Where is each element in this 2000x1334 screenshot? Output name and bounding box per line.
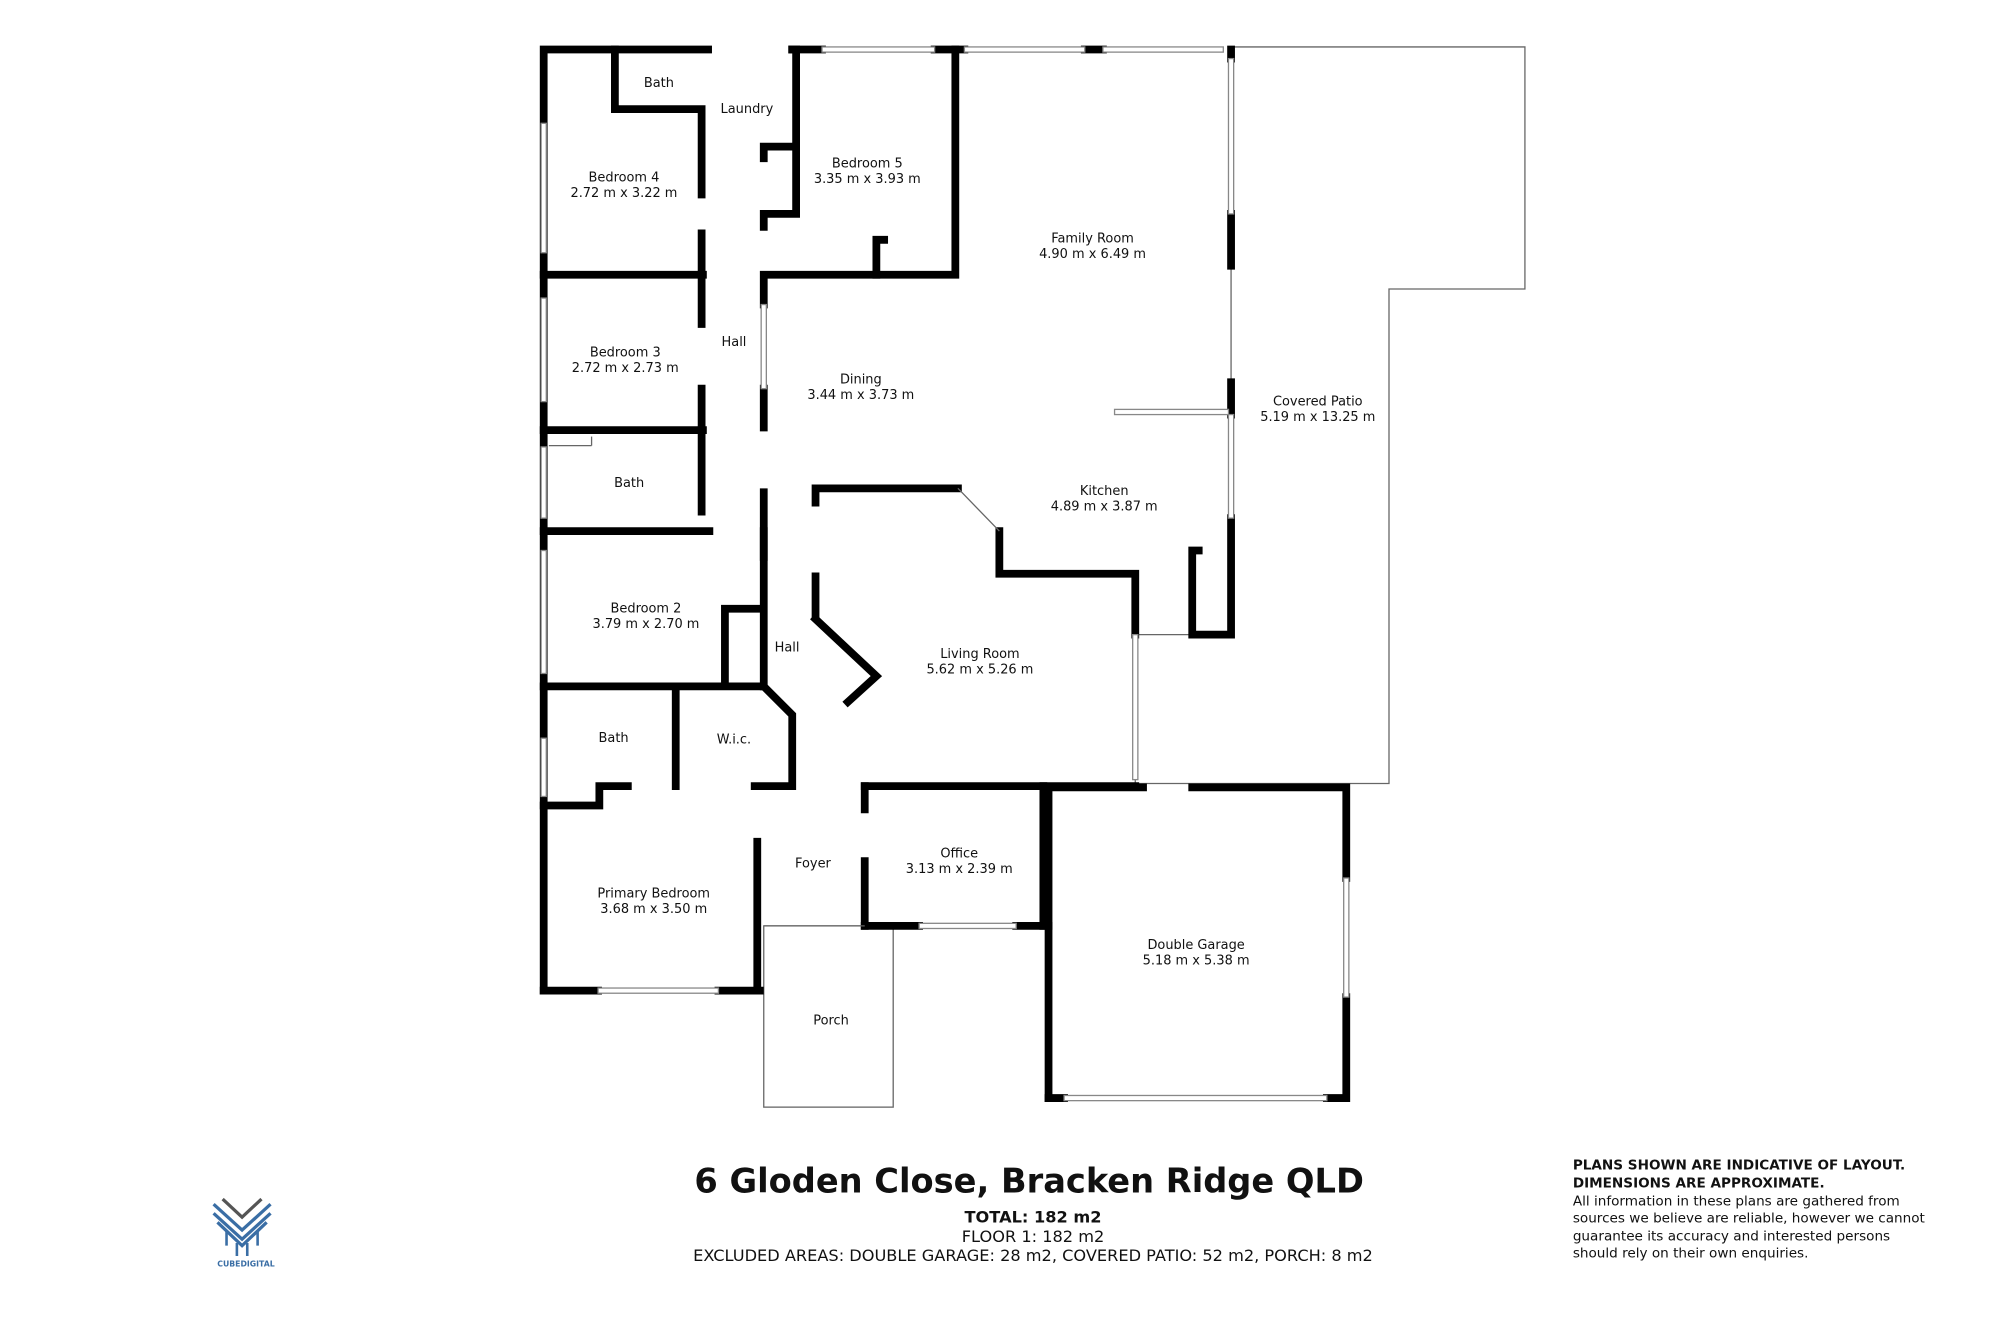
garage-label: Double Garage — [1147, 938, 1244, 953]
covered-patio-label: Covered Patio — [1273, 395, 1363, 410]
primary-bedroom-dims: 3.68 m x 3.50 m — [600, 902, 707, 917]
living-room-label: Living Room — [940, 647, 1019, 662]
logo-text: CUBEDIGITAL — [217, 1259, 274, 1268]
bath-label: Bath — [644, 76, 674, 91]
bedroom5-label: Bedroom 5 — [832, 156, 903, 171]
porch-label: Porch — [813, 1013, 849, 1028]
foyer-label: Foyer — [795, 857, 832, 872]
dining-label: Dining — [840, 373, 882, 388]
dining-dims: 3.44 m x 3.73 m — [807, 388, 914, 403]
bedroom4-label: Bedroom 4 — [589, 171, 660, 186]
covered-patio-dims: 5.19 m x 13.25 m — [1260, 410, 1375, 425]
disclaimer-line: should rely on their own enquiries. — [1573, 1245, 1809, 1261]
bedroom3-dims: 2.72 m x 2.73 m — [572, 361, 679, 376]
disclaimer-line: sources we believe are reliable, however… — [1573, 1210, 1925, 1226]
kitchen-dims: 4.89 m x 3.87 m — [1051, 499, 1158, 514]
bedroom3-label: Bedroom 3 — [590, 345, 661, 360]
office-label: Office — [940, 846, 978, 861]
room-labels: Bath Laundry Bedroom 4 2.72 m x 3.22 m B… — [570, 76, 1375, 1028]
address-title: 6 Gloden Close, Bracken Ridge QLD — [694, 1162, 1364, 1201]
disclaimer-line: All information in these plans are gathe… — [1573, 1194, 1900, 1210]
bedroom4-dims: 2.72 m x 3.22 m — [570, 186, 677, 201]
kitchen-label: Kitchen — [1080, 484, 1129, 499]
bedroom2-label: Bedroom 2 — [611, 602, 682, 617]
wic-label: W.i.c. — [717, 732, 751, 747]
cubedigital-logo-icon: CUBEDIGITAL — [212, 1197, 275, 1268]
hall-label: Hall — [775, 640, 800, 655]
floor1-area: FLOOR 1: 182 m2 — [962, 1227, 1104, 1246]
disclaimer-heading: DIMENSIONS ARE APPROXIMATE. — [1573, 1175, 1825, 1191]
office-dims: 3.13 m x 2.39 m — [906, 862, 1013, 877]
bath-label: Bath — [599, 731, 629, 746]
walls — [539, 45, 1351, 1102]
total-area: TOTAL: 182 m2 — [965, 1207, 1102, 1226]
family-room-label: Family Room — [1051, 231, 1134, 246]
windows-and-openings — [540, 46, 1350, 1102]
bedroom5-dims: 3.35 m x 3.93 m — [814, 172, 921, 187]
garage-dims: 5.18 m x 5.38 m — [1143, 954, 1250, 969]
living-room-dims: 5.62 m x 5.26 m — [926, 662, 1033, 677]
disclaimer-line: guarantee its accuracy and interested pe… — [1573, 1228, 1890, 1244]
excluded-areas: EXCLUDED AREAS: DOUBLE GARAGE: 28 m2, CO… — [693, 1246, 1373, 1265]
bedroom2-dims: 3.79 m x 2.70 m — [592, 617, 699, 632]
primary-bedroom-label: Primary Bedroom — [597, 886, 710, 901]
footer: 6 Gloden Close, Bracken Ridge QLD TOTAL:… — [212, 1157, 1925, 1268]
hall-label: Hall — [722, 335, 747, 350]
family-room-dims: 4.90 m x 6.49 m — [1039, 247, 1146, 262]
bath-label: Bath — [614, 476, 644, 491]
laundry-label: Laundry — [721, 102, 774, 117]
disclaimer-heading: PLANS SHOWN ARE INDICATIVE OF LAYOUT. — [1573, 1157, 1905, 1173]
